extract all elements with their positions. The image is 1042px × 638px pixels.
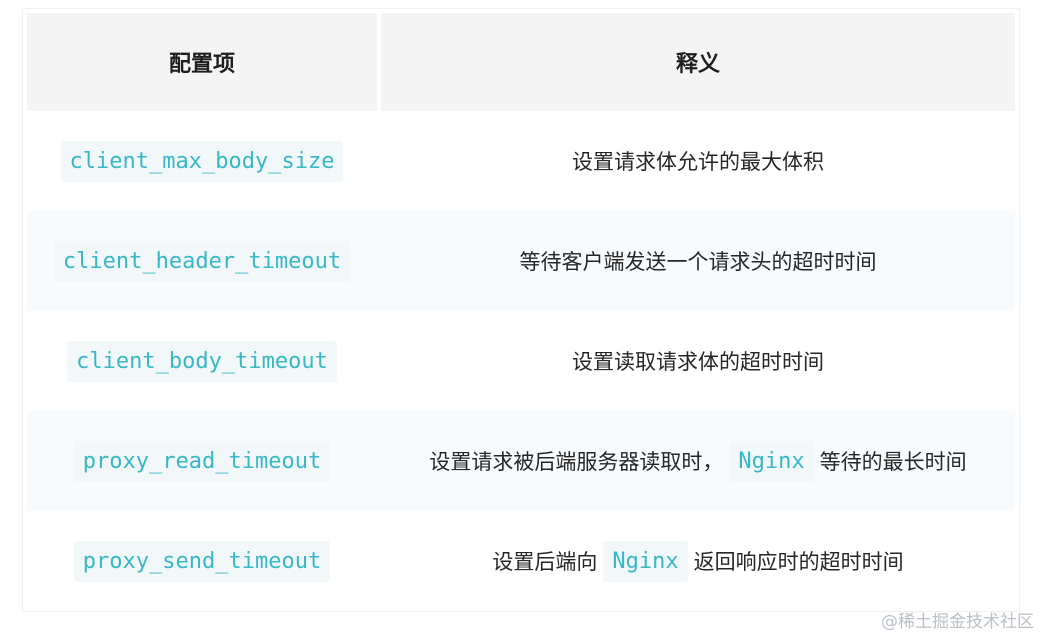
description-text-post: 等待的最长时间 — [819, 450, 967, 474]
description-cell: 设置读取请求体的超时时间 — [381, 311, 1015, 411]
description-text: 等待客户端发送一个请求头的超时时间 — [519, 250, 877, 274]
config-key-code: client_body_timeout — [67, 340, 337, 382]
config-key-code: client_header_timeout — [53, 240, 351, 282]
table-row: client_max_body_size 设置请求体允许的最大体积 — [27, 111, 1015, 211]
description-text-post: 返回响应时的超时时间 — [693, 550, 904, 574]
table-header-row: 配置项 释义 — [27, 13, 1015, 111]
description-cell: 设置请求体允许的最大体积 — [381, 111, 1015, 211]
description-text: 设置读取请求体的超时时间 — [572, 350, 824, 374]
description-cell: 等待客户端发送一个请求头的超时时间 — [381, 211, 1015, 311]
config-key-code: proxy_send_timeout — [73, 540, 331, 582]
config-key-cell: client_header_timeout — [27, 211, 377, 311]
nginx-inline-code: Nginx — [729, 440, 814, 482]
config-key-cell: client_max_body_size — [27, 111, 377, 211]
config-key-cell: proxy_read_timeout — [27, 411, 377, 511]
header-description: 释义 — [381, 13, 1015, 111]
nginx-inline-code: Nginx — [603, 540, 688, 582]
config-key-cell: client_body_timeout — [27, 311, 377, 411]
table-row: proxy_send_timeout 设置后端向 Nginx 返回响应时的超时时… — [27, 511, 1015, 611]
header-config-item: 配置项 — [27, 13, 377, 111]
config-key-code: proxy_read_timeout — [73, 440, 331, 482]
config-key-code: client_max_body_size — [60, 140, 344, 182]
config-key-cell: proxy_send_timeout — [27, 511, 377, 611]
config-table: 配置项 释义 client_max_body_size 设置请求体允许的最大体积… — [22, 8, 1020, 612]
watermark: @稀土掘金技术社区 — [881, 612, 1034, 632]
table-row: client_header_timeout 等待客户端发送一个请求头的超时时间 — [27, 211, 1015, 311]
description-text: 设置请求体允许的最大体积 — [572, 150, 824, 174]
description-text-pre: 设置后端向 — [492, 550, 598, 574]
description-cell: 设置后端向 Nginx 返回响应时的超时时间 — [381, 511, 1015, 611]
table-row: proxy_read_timeout 设置请求被后端服务器读取时， Nginx … — [27, 411, 1015, 511]
description-cell: 设置请求被后端服务器读取时， Nginx 等待的最长时间 — [381, 411, 1015, 511]
table-row: client_body_timeout 设置读取请求体的超时时间 — [27, 311, 1015, 411]
description-text-pre: 设置请求被后端服务器读取时， — [429, 450, 724, 474]
